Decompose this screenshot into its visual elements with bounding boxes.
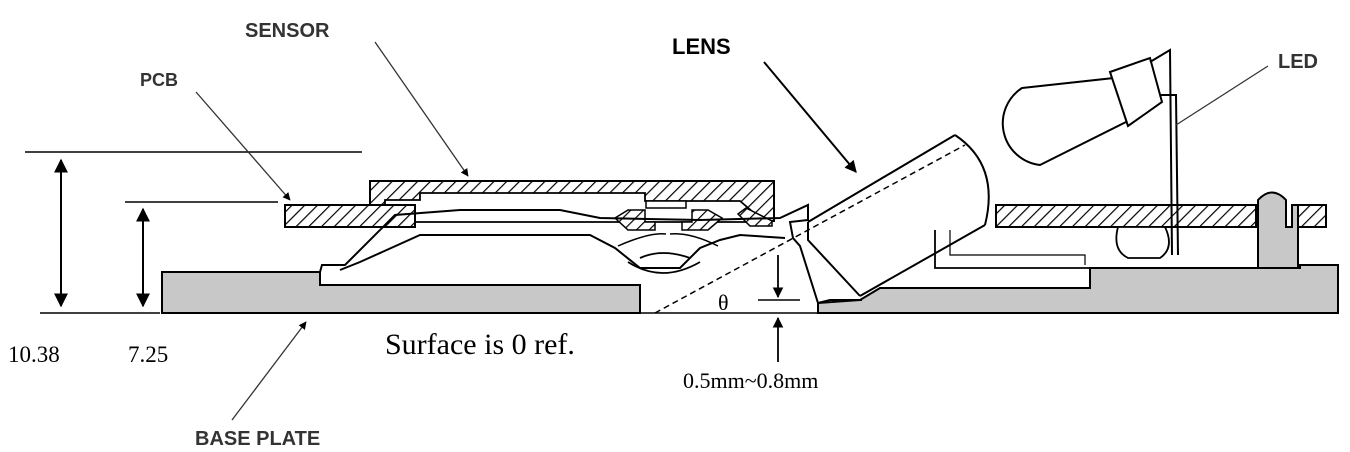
surface-ref-note: Surface is 0 ref.	[385, 328, 575, 361]
led-solder-joint	[1115, 226, 1170, 259]
base-plate-label: BASE PLATE	[195, 428, 320, 450]
pcb-leader	[195, 91, 291, 201]
base-plate	[161, 264, 1339, 314]
lens-leader	[763, 61, 857, 173]
height-dimensions	[25, 151, 362, 314]
base-plate-leader	[231, 321, 307, 421]
height-total-label: 10.38	[8, 342, 60, 367]
led-leader	[1175, 65, 1269, 126]
sensor-label: SENSOR	[245, 20, 330, 42]
sensor-body	[369, 180, 775, 231]
optical-axis-line	[654, 144, 966, 314]
side-post	[1257, 191, 1299, 269]
theta-label: θ	[718, 290, 729, 315]
sensor-leader	[374, 41, 469, 177]
lens-label: LENS	[672, 34, 731, 59]
light-pipe	[807, 134, 1090, 304]
height-pcb-label: 7.25	[128, 342, 168, 367]
led-component	[1001, 48, 1179, 256]
pcb-label: PCB	[140, 70, 178, 90]
lens-assembly	[319, 203, 819, 304]
gap-range-note: 0.5mm~0.8mm	[683, 368, 818, 393]
led-label: LED	[1278, 51, 1318, 73]
pcb-board	[284, 204, 1327, 228]
